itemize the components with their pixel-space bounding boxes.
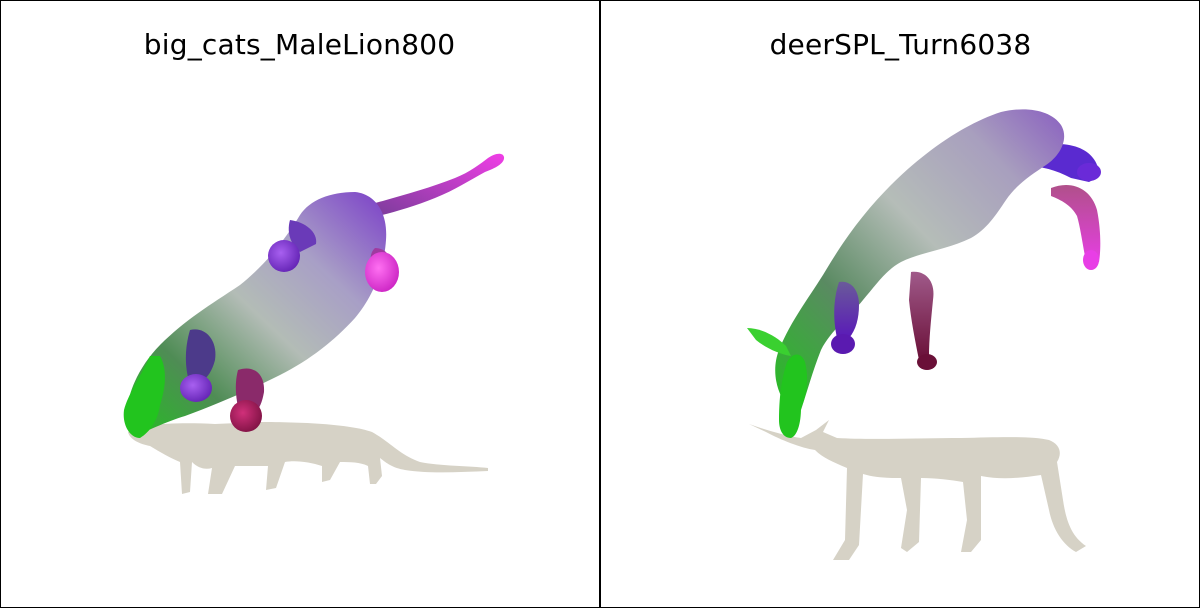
lion-front-paw-1: [180, 374, 212, 402]
lion-front-paw-2: [230, 400, 262, 432]
deer-front-hoof-2: [917, 354, 937, 370]
lion-hind-paw-1: [268, 240, 300, 272]
deer-head: [779, 354, 808, 438]
panel-deer: deerSPL_Turn6038: [601, 0, 1200, 608]
deer-front-leg-1: [834, 281, 859, 338]
deer-body: [775, 109, 1065, 410]
panel-title-deer: deerSPL_Turn6038: [769, 28, 1032, 61]
lion-head: [123, 356, 165, 438]
deer-render: [747, 109, 1101, 560]
deer-hind-hoof-2: [1077, 163, 1101, 181]
deer-hind-leg-1: [1051, 184, 1101, 266]
deer-shadow: [749, 420, 1086, 560]
lion-tail: [372, 153, 505, 216]
lion-front-leg: [185, 329, 216, 384]
deer-front-leg-2: [909, 271, 934, 360]
deer-hind-hoof-1: [1083, 250, 1099, 270]
panel-divider: [599, 0, 601, 608]
lion-shadow: [128, 422, 488, 494]
lion-render: [123, 153, 505, 494]
deer-ear: [747, 328, 791, 356]
lion-hind-paw-2: [365, 252, 399, 292]
panel-lion: big_cats_MaleLion800: [0, 0, 599, 608]
deer-front-hoof-1: [831, 334, 855, 354]
panel-title-lion: big_cats_MaleLion800: [143, 28, 456, 61]
lion-hind-leg-1: [288, 220, 317, 252]
